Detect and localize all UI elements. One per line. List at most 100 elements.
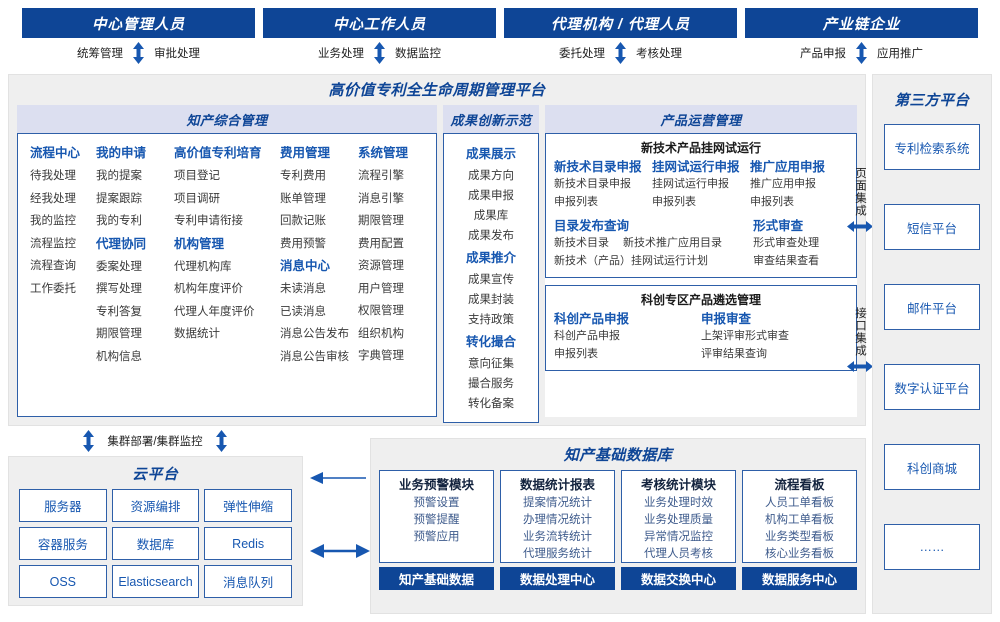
kdb-footer-button[interactable]: 数据处理中心 [500, 567, 615, 590]
menu-item[interactable]: 经我处理 [30, 192, 76, 205]
menu-item[interactable]: 新技术目录 新技术推广应用目录 [554, 237, 723, 249]
menu-item[interactable]: 机构信息 [96, 350, 142, 363]
cloud-cell-2[interactable]: 资源编排 [111, 489, 200, 522]
cloud-cell-4[interactable]: 容器服务 [19, 527, 107, 560]
menu-item[interactable]: 专利费用 [280, 170, 326, 182]
menu-item[interactable]: 项目登记 [174, 170, 220, 182]
menu-item[interactable]: 上架评审形式审查 [701, 330, 789, 342]
double-arrow-horizontal-icon [847, 361, 873, 372]
kdb-item[interactable]: 预警应用 [413, 531, 460, 543]
third-party-item-5[interactable]: 科创商城 [884, 444, 980, 490]
menu-item[interactable]: 成果方向 [468, 170, 514, 182]
cloud-cell-7[interactable]: OSS [19, 565, 107, 598]
third-party-item-3[interactable]: 邮件平台 [884, 284, 980, 330]
menu-item[interactable]: 费用预警 [280, 237, 326, 250]
menu-item[interactable]: 消息公告审核 [280, 350, 349, 363]
third-party-item-6[interactable]: …… [884, 524, 980, 570]
menu-item[interactable]: 支持政策 [468, 314, 514, 326]
kdb-item[interactable]: 提案情况统计 [523, 497, 592, 509]
menu-item[interactable]: 未读消息 [280, 283, 326, 295]
kdb-footer-button[interactable]: 知产基础数据 [379, 567, 494, 590]
kdb-item[interactable]: 预警设置 [413, 497, 460, 509]
menu-item[interactable]: 成果申报 [468, 190, 514, 202]
kdb-item[interactable]: 核心业务看板 [765, 548, 834, 560]
kdb-item[interactable]: 代理服务统计 [523, 548, 592, 560]
menu-item[interactable]: 成果库 [473, 210, 509, 222]
menu-item[interactable]: 撮合服务 [468, 378, 514, 390]
kdb-item[interactable]: 业务处理时效 [644, 497, 713, 509]
kdb-item[interactable]: 人员工单看板 [765, 497, 834, 509]
menu-item[interactable]: 消息公告发布 [280, 328, 349, 340]
menu-item[interactable]: 工作委托 [30, 282, 76, 295]
cloud-cell-6[interactable]: Redis [204, 527, 292, 560]
menu-item[interactable]: 评审结果查询 [701, 347, 767, 360]
menu-item[interactable]: 成果宣传 [468, 274, 514, 286]
menu-item[interactable]: 权限管理 [358, 305, 404, 317]
menu-item[interactable]: 流程引擎 [358, 170, 404, 182]
menu-item[interactable]: 挂网试运行申报 [652, 178, 729, 190]
cloud-cell-9[interactable]: 消息队列 [204, 565, 292, 598]
menu-item[interactable]: 消息引擎 [358, 192, 404, 205]
menu-item[interactable]: 组织机构 [358, 327, 404, 340]
menu-item[interactable]: 成果封装 [468, 294, 514, 306]
menu-item[interactable]: 代理机构库 [174, 260, 232, 273]
menu-item[interactable]: 撰写处理 [96, 283, 142, 295]
menu-item[interactable]: 代理人年度评价 [174, 305, 255, 318]
cloud-cell-8[interactable]: Elasticsearch [111, 565, 200, 598]
menu-item[interactable]: 资源管理 [358, 260, 404, 272]
menu-item[interactable]: 期限管理 [358, 215, 404, 227]
cloud-cell-5[interactable]: 数据库 [111, 527, 200, 560]
menu-item[interactable]: 项目调研 [174, 192, 220, 205]
menu-item[interactable]: 形式审查处理 [753, 237, 820, 249]
menu-item[interactable]: 我的提案 [96, 170, 142, 182]
menu-item[interactable]: 我的专利 [96, 215, 142, 227]
menu-item[interactable]: 字典管理 [358, 350, 404, 362]
menu-item[interactable]: 科创产品申报 [554, 330, 620, 342]
menu-item[interactable]: 专利申请衔接 [174, 215, 243, 227]
menu-item[interactable]: 数据统计 [174, 328, 220, 340]
cloud-cell-1[interactable]: 服务器 [19, 489, 107, 522]
menu-item[interactable]: 待我处理 [30, 170, 76, 182]
kdb-item[interactable]: 业务流转统计 [523, 531, 592, 543]
kdb-item[interactable]: 异常情况监控 [644, 531, 713, 543]
kdb-item[interactable]: 业务处理质量 [644, 514, 713, 526]
menu-item[interactable]: 申报列表 [554, 195, 598, 208]
menu-item[interactable]: 期限管理 [96, 328, 142, 340]
kdb-item[interactable]: 代理人员考核 [644, 548, 713, 560]
menu-item[interactable]: 审查结果查看 [753, 254, 820, 267]
menu-item[interactable]: 申报列表 [750, 195, 794, 208]
menu-item[interactable]: 申报列表 [652, 195, 696, 208]
menu-item[interactable]: 转化备案 [468, 398, 514, 410]
third-party-item-4[interactable]: 数字认证平台 [884, 364, 980, 410]
kdb-footer-button[interactable]: 数据交换中心 [621, 567, 736, 590]
menu-item[interactable]: 用户管理 [358, 282, 404, 295]
kdb-item[interactable]: 机构工单看板 [765, 514, 834, 526]
role-actions: 委托处理考核处理 [504, 38, 737, 68]
menu-item[interactable]: 委案处理 [96, 260, 142, 273]
menu-item[interactable]: 意向征集 [468, 358, 514, 370]
kdb-footer-button[interactable]: 数据服务中心 [742, 567, 857, 590]
menu-item[interactable]: 回款记账 [280, 215, 326, 227]
kdb-item[interactable]: 办理情况统计 [523, 514, 592, 526]
menu-item[interactable]: 推广应用申报 [750, 178, 816, 190]
menu-item[interactable]: 新技术目录申报 [554, 178, 631, 190]
cloud-cell-3[interactable]: 弹性伸缩 [204, 489, 292, 522]
menu-item[interactable]: 我的监控 [30, 215, 76, 227]
role-actions: 产品申报应用推广 [745, 38, 978, 68]
role-action-right: 数据监控 [395, 48, 441, 60]
menu-item[interactable]: 账单管理 [280, 192, 326, 205]
kdb-item[interactable]: 业务类型看板 [765, 531, 834, 543]
kdb-item[interactable]: 预警提醒 [413, 514, 460, 526]
menu-item[interactable]: 申报列表 [554, 347, 598, 360]
menu-item[interactable]: 流程查询 [30, 260, 76, 272]
menu-item[interactable]: 机构年度评价 [174, 283, 243, 295]
third-party-item-1[interactable]: 专利检索系统 [884, 124, 980, 170]
menu-item[interactable]: 新技术（产品）挂网试运行计划 [554, 254, 708, 267]
menu-item[interactable]: 提案跟踪 [96, 192, 142, 205]
menu-item[interactable]: 专利答复 [96, 305, 142, 318]
third-party-item-2[interactable]: 短信平台 [884, 204, 980, 250]
menu-item[interactable]: 费用配置 [358, 237, 404, 250]
menu-item[interactable]: 流程监控 [30, 237, 76, 250]
menu-item[interactable]: 成果发布 [468, 230, 514, 242]
menu-item[interactable]: 已读消息 [280, 305, 326, 318]
